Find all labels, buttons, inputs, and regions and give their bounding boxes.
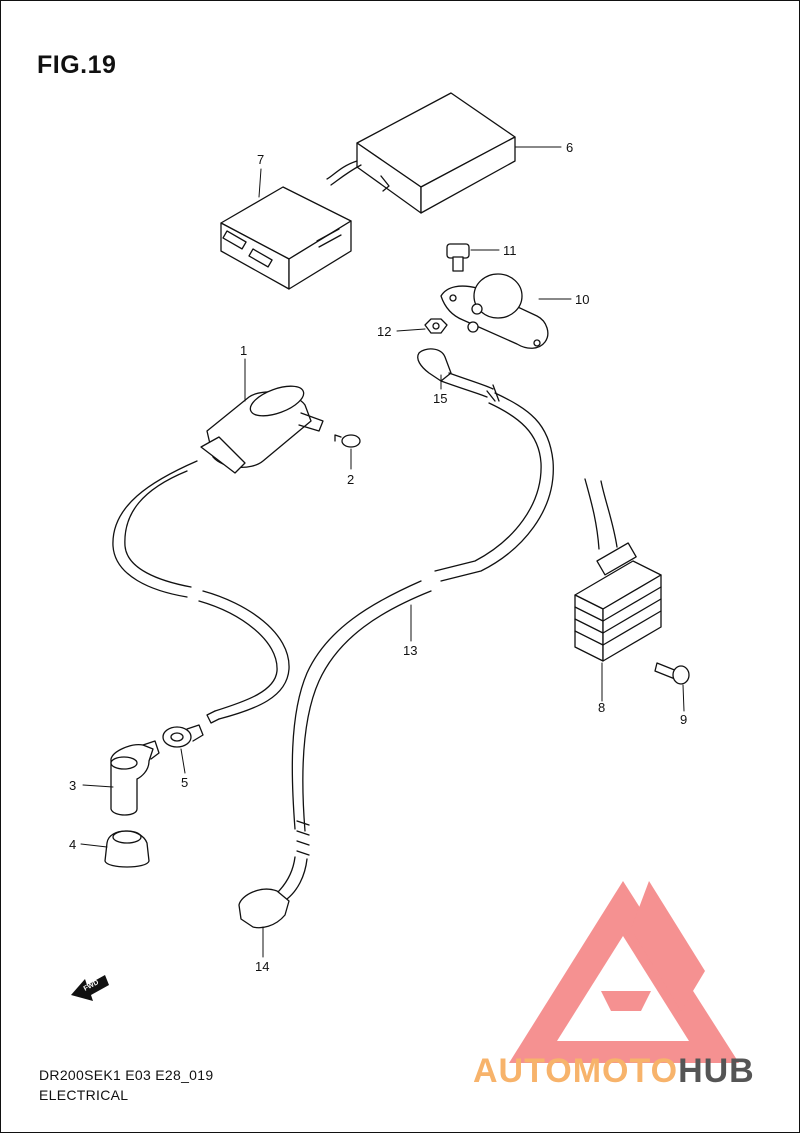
battery-lead-wire [238,348,554,929]
bolt-11 [446,243,470,272]
watermark-logo [509,881,739,1063]
section-name: ELECTRICAL [39,1087,129,1103]
callout-9: 9 [680,712,687,727]
regulator-rectifier-8 [574,478,662,662]
callout-12: 12 [377,324,391,339]
callout-8: 8 [598,700,605,715]
nut-12 [424,318,448,334]
callout-3: 3 [69,778,76,793]
callout-7: 7 [257,152,264,167]
watermark-brand-1: AUTOMOTO [473,1052,678,1090]
watermark-brand-2: HUB [678,1052,755,1090]
model-code: DR200SEK1 E03 E28_019 [39,1067,214,1083]
plug-cap-3 [110,740,160,816]
control-unit-6 [326,92,516,214]
watermark-wordmark: AUTOMOTOHUB [473,1052,755,1090]
callout-2: 2 [347,472,354,487]
callout-13: 13 [403,643,417,658]
callout-14: 14 [255,959,269,974]
bolt-9 [654,662,690,685]
cdi-unit-7 [220,186,352,290]
seal-5 [162,724,204,748]
callout-6: 6 [566,140,573,155]
fwd-arrow-icon: FWD [71,975,109,1001]
callout-numbers: 1 2 3 4 5 6 7 8 9 10 11 12 13 14 15 [69,140,687,974]
screw-2 [334,434,361,448]
ignition-coil-1 [200,385,324,474]
starter-relay-10 [440,273,549,349]
callout-1: 1 [240,343,247,358]
svg-text:AUTOMOTOHUB: AUTOMOTOHUB [473,1052,755,1090]
leader-lines [80,146,685,958]
high-tension-cord [112,460,290,724]
callout-10: 10 [575,292,589,307]
figure-title: FIG.19 [37,51,117,79]
cap-cover-4 [104,830,150,868]
callout-11: 11 [503,243,517,258]
callout-4: 4 [69,837,76,852]
callout-5: 5 [181,775,188,790]
callout-15: 15 [433,391,447,406]
